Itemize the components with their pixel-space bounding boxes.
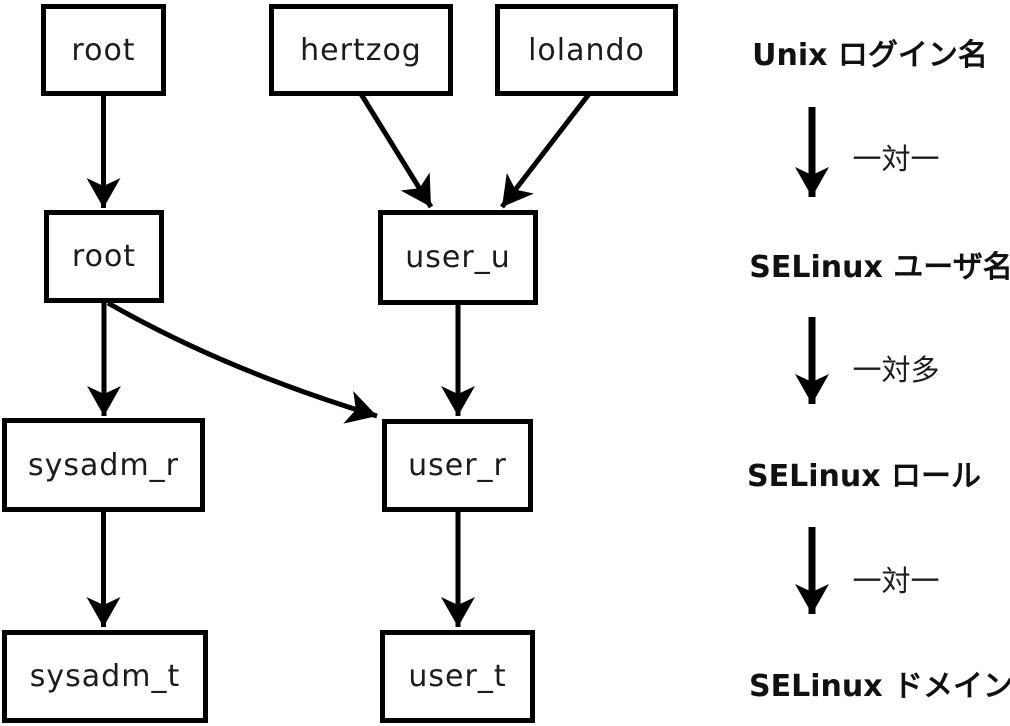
node-selinux-domain-sysadm-t: sysadm_t <box>2 630 208 723</box>
node-label: user_r <box>408 448 507 483</box>
edge-seroot-to-user-r <box>106 300 378 424</box>
node-label: sysadm_r <box>28 447 179 483</box>
node-unix-login-lolando: lolando <box>495 4 678 96</box>
node-selinux-user-user-u: user_u <box>378 210 538 305</box>
node-label: root <box>71 239 137 274</box>
legend-relation-one-to-one-2: 一対一 <box>852 564 940 598</box>
legend-level-selinux-domain: SELinux ドメイン <box>748 669 1010 704</box>
node-unix-login-hertzog: hertzog <box>269 4 453 96</box>
node-label: user_t <box>408 659 507 694</box>
node-label: lolando <box>528 32 645 68</box>
node-label: user_u <box>405 240 511 275</box>
node-selinux-domain-user-t: user_t <box>380 630 535 723</box>
node-label: root <box>71 32 136 68</box>
legend-level-selinux-role: SELinux ロール <box>746 459 982 494</box>
node-selinux-user-root: root <box>44 210 164 303</box>
legend-level-selinux-user-name: SELinux ユーザ名 <box>749 250 1010 285</box>
edge-hertzog-to-user-u <box>358 92 434 209</box>
node-unix-login-root: root <box>41 4 166 96</box>
legend-relation-one-to-one-1: 一対一 <box>852 142 940 176</box>
node-selinux-role-user-r: user_r <box>382 419 533 512</box>
edge-lolando-to-user-u <box>500 92 591 209</box>
node-label: sysadm_t <box>29 659 181 694</box>
node-label: hertzog <box>300 32 422 68</box>
legend-relation-one-to-many: 一対多 <box>852 353 940 387</box>
node-selinux-role-sysadm-r: sysadm_r <box>2 418 205 512</box>
legend-level-unix-login-name: Unix ログイン名 <box>752 38 988 73</box>
